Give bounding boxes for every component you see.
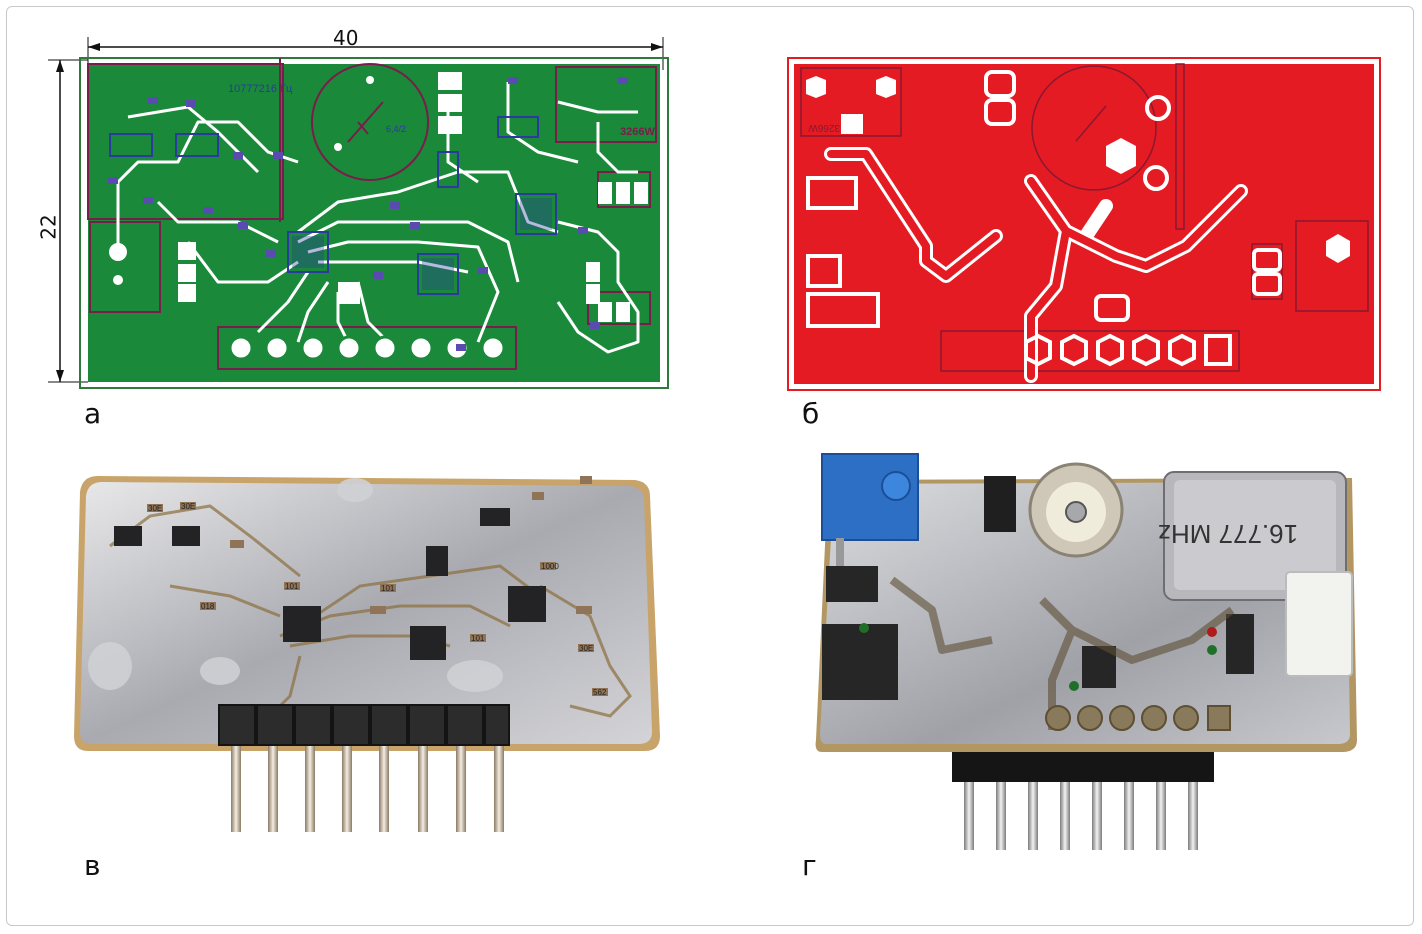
cap-label: 6,4/2 xyxy=(386,124,406,134)
caption-v: в xyxy=(84,849,101,882)
panel-v-assembled-photo: 30E 30E 101 018 101 1000 30E 562 101 xyxy=(70,466,670,846)
smd-code-6: 1000 xyxy=(541,562,559,571)
caption-a: а xyxy=(84,397,102,430)
crystal-can-label: 16.777 MHz xyxy=(1158,519,1298,549)
smd-code-3: 101 xyxy=(285,582,299,591)
trimmer-label: 3266W xyxy=(620,126,655,138)
trimmer-label-mirrored: 3266W xyxy=(808,122,840,133)
smd-code-9: 101 xyxy=(471,634,485,643)
pcb-bottom-layer-drawing: 3266W xyxy=(787,57,1381,391)
assembled-board-photo-illustration: 30E 30E 101 018 101 1000 30E 562 101 xyxy=(74,476,660,832)
smd-code-2: 30E xyxy=(181,502,195,511)
smd-code-8: 562 xyxy=(593,688,607,697)
panel-g-assembled-photo: 16.777 MHz xyxy=(812,450,1372,860)
pcb-top-layer-drawing: 10777216 Гц 3266W 6,4/2 xyxy=(48,37,669,389)
panel-b-bottom-layout: 3266W xyxy=(786,56,1382,392)
smd-code-7: 30E xyxy=(579,644,593,653)
assembled-board-back-photo-illustration: 16.777 MHz xyxy=(815,453,1357,850)
smd-code-5: 101 xyxy=(381,584,395,593)
smd-code-4: 018 xyxy=(201,602,215,611)
caption-g: г xyxy=(802,849,817,882)
smd-code-1: 30E xyxy=(148,504,162,513)
figure-frame xyxy=(6,6,1414,926)
height-dimension-label: 22 xyxy=(36,214,61,240)
panel-a-top-layout: 10777216 Гц 3266W 6,4/2 40 22 xyxy=(36,22,678,392)
width-dimension-label: 40 xyxy=(333,26,359,50)
crystal-freq-label: 10777216 Гц xyxy=(228,83,293,95)
caption-b: б xyxy=(802,397,820,430)
